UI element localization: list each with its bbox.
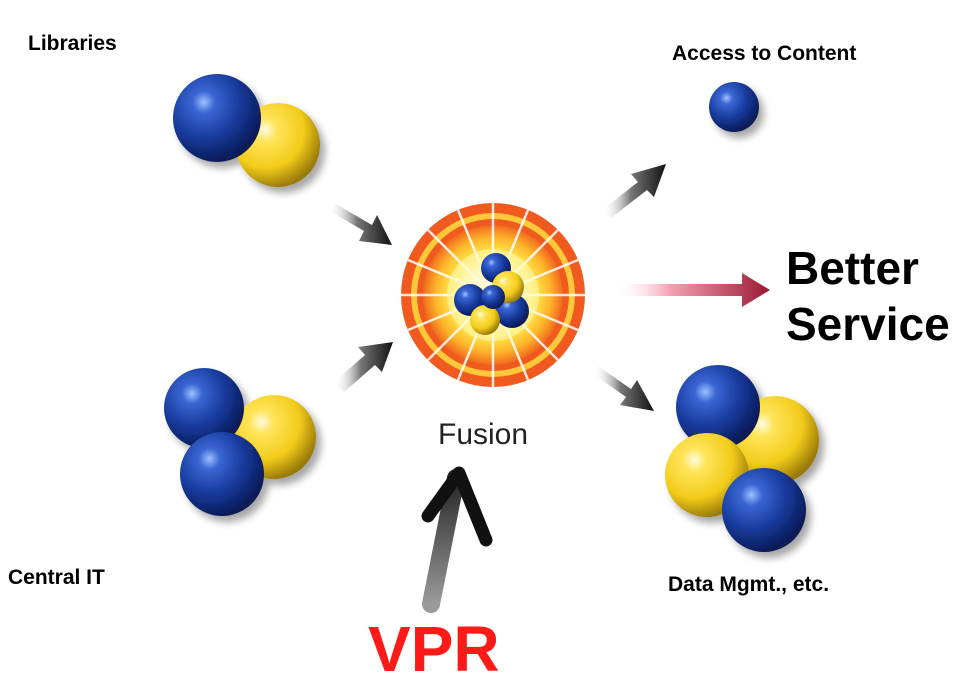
service-label: Service: [786, 298, 950, 350]
arrow-to-better-service: [614, 273, 770, 307]
fusion-core-icon: [401, 203, 585, 387]
fusion-nucleus-icon: [454, 253, 529, 335]
libraries-label: Libraries: [28, 32, 117, 55]
arrow-libraries-to-fusion: [328, 204, 392, 245]
arrow-central-it-to-fusion: [334, 342, 393, 392]
data-mgmt-label: Data Mgmt., etc.: [668, 573, 830, 596]
vpr-label: VPR: [368, 613, 500, 685]
fusion-label: Fusion: [438, 418, 529, 451]
better-label: Better: [786, 242, 919, 294]
access-to-content-label: Access to Content: [672, 42, 857, 65]
central-it-label: Central IT: [8, 566, 105, 589]
central-it-molecule-icon: [164, 368, 316, 516]
data-cluster-icon: [665, 365, 819, 552]
arrow-fusion-to-data: [593, 366, 654, 411]
vpr-arrow: [421, 466, 493, 613]
libraries-molecule-icon: [173, 74, 320, 187]
arrow-fusion-to-access: [602, 164, 666, 218]
access-sphere-icon: [709, 82, 759, 132]
